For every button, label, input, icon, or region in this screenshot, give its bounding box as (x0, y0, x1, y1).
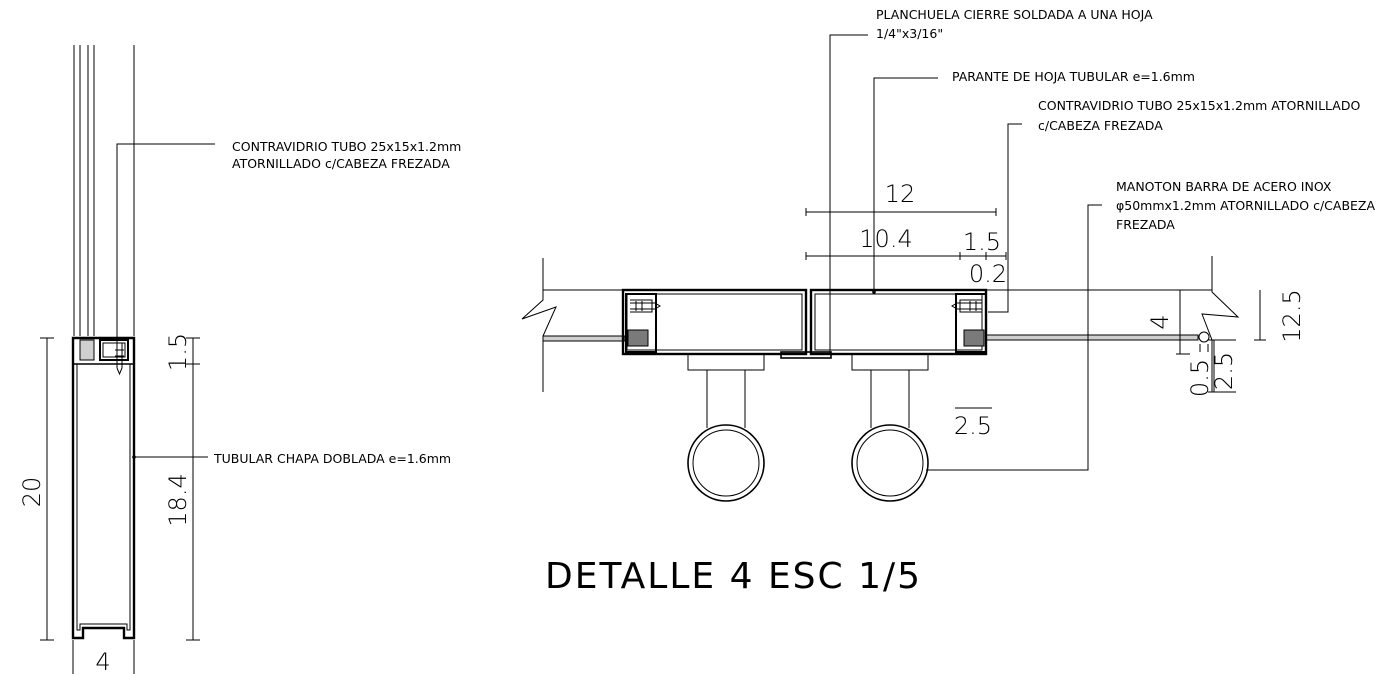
section-view: CONTRAVIDRIO TUBO 25x15x1.2mm ATORNILLAD… (18, 45, 461, 674)
manoton-note-line1: MANOTON BARRA DE ACERO INOX (1116, 179, 1332, 194)
planchuela-plate (780, 351, 832, 359)
dim-glass-offset-label: 0.5 (1186, 359, 1214, 397)
dim-width-label: 4 (95, 648, 110, 674)
left-handle-bar (687, 424, 765, 502)
dim-width (72, 640, 135, 674)
planchuela-note-line2: 1/4"x3/16" (876, 26, 943, 41)
contravidrio-leader (116, 143, 215, 348)
dim-glass-side-label: 2.5 (1210, 352, 1238, 390)
contravidrio-note-line2: c/CABEZA FREZADA (1038, 118, 1163, 133)
right-leaf-profile (809, 288, 988, 356)
left-screw-icon (630, 301, 661, 311)
manoton-note-line2: φ50mmx1.2mm ATORNILLADO c/CABEZA (1116, 198, 1375, 213)
dim-edge-label: 1.5 (963, 228, 1001, 256)
dim-gap-label: 0.2 (969, 260, 1007, 288)
dim-overall (805, 208, 997, 216)
parante-note: PARANTE DE HOJA TUBULAR e=1.6mm (952, 69, 1195, 84)
dim-inner-label: 10.4 (859, 225, 912, 253)
dim-handle-offset-label: 2.5 (954, 412, 992, 440)
dim-overall-label: 12 (885, 180, 916, 208)
manoton-note-line3: FREZADA (1116, 217, 1175, 232)
dim-total-height-label: 20 (18, 477, 46, 508)
contravidrio-leader (988, 123, 1022, 313)
screw-icon (115, 343, 124, 376)
plan-view: PLANCHUELA CIERRE SOLDADA A UNA HOJA 1/4… (521, 7, 1375, 597)
dim-right-chain (186, 337, 200, 641)
dim-panel-height (1254, 290, 1266, 341)
tubular-leader-dot (132, 455, 136, 459)
drawing-title: DETALLE 4 ESC 1/5 (545, 556, 922, 597)
glass-lines (73, 45, 135, 336)
planchuela-leader (829, 34, 868, 355)
contravidrio-note-line1: CONTRAVIDRIO TUBO 25x15x1.2mm (232, 139, 461, 154)
tubular-note: TUBULAR CHAPA DOBLADA e=1.6mm (213, 451, 451, 466)
right-glass (985, 334, 1199, 341)
manoton-leader (926, 204, 1102, 471)
dim-glass (1208, 339, 1236, 393)
contravidrio-note-line2: ATORNILLADO c/CABEZA FREZADA (232, 156, 450, 171)
right-screw-icon (951, 301, 982, 311)
dim-panel-height-label: 12.5 (1278, 289, 1306, 342)
left-glass (542, 335, 626, 342)
glass-end-detail (1198, 331, 1210, 352)
left-leaf-profile (621, 288, 808, 356)
tubular-profile (71, 336, 136, 640)
dim-body-label: 18.4 (164, 473, 192, 526)
dim-top-label: 1.5 (164, 333, 192, 371)
dim-inner-chain (805, 252, 1007, 260)
contravidrio-note-line1: CONTRAVIDRIO TUBO 25x15x1.2mm ATORNILLAD… (1038, 98, 1360, 113)
dim-total-height (40, 337, 54, 641)
right-handle-bar (851, 424, 929, 502)
dim-thickness-label: 4 (1146, 314, 1174, 329)
contravidrio-section (79, 339, 129, 361)
dim-thickness (1176, 289, 1190, 355)
parante-leader-dot (872, 290, 876, 294)
handle-standoffs (687, 353, 929, 428)
planchuela-note-line1: PLANCHUELA CIERRE SOLDADA A UNA HOJA (876, 7, 1153, 22)
parante-leader (873, 77, 938, 292)
break-lines (521, 256, 1240, 392)
